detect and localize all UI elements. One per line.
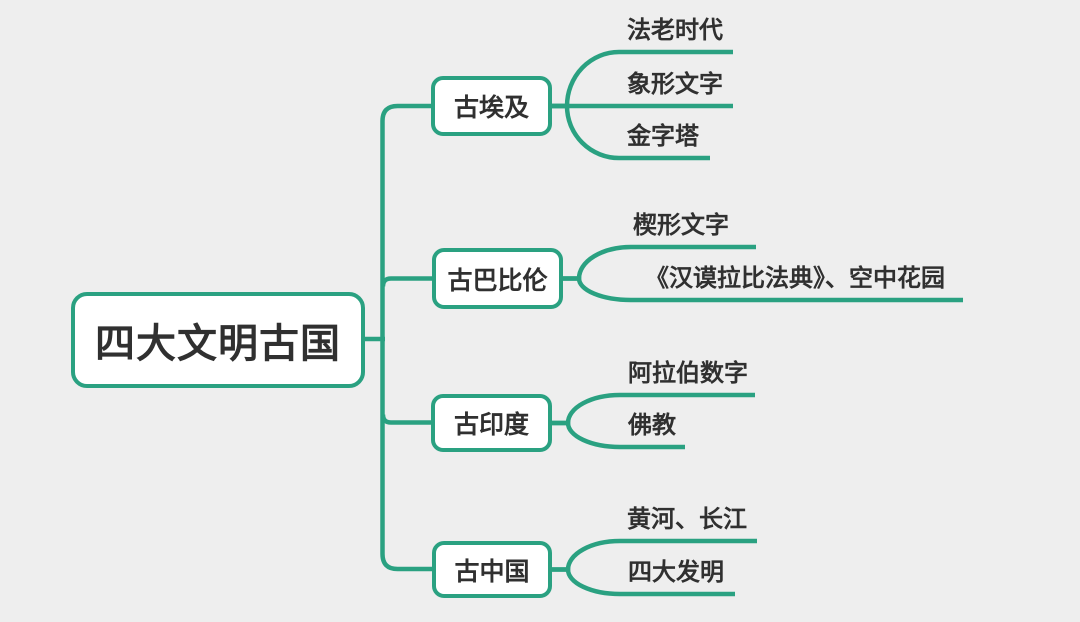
connector-babylon-cuneiform	[563, 244, 756, 281]
connector-china-inventions	[552, 567, 735, 597]
leaf-node-four-great-inventions[interactable]: 四大发明	[628, 559, 724, 586]
connector-egypt-pyramid	[552, 103, 710, 161]
connector-china-rivers	[552, 538, 757, 572]
branch-node-babylon[interactable]: 古巴比伦	[432, 248, 563, 309]
branch-node-egypt-label: 古埃及	[453, 94, 529, 122]
connector-egypt-pharaoh	[552, 49, 733, 109]
branch-node-babylon-label: 古巴比伦	[447, 266, 548, 295]
leaf-node-cuneiform[interactable]: 楔形文字	[633, 212, 729, 239]
root-node-label: 四大文明古国	[95, 322, 341, 366]
connector-branch-india	[380, 414, 433, 425]
connector-india-numerals	[552, 392, 755, 426]
leaf-node-yellow-river-yangtze[interactable]: 黄河、长江	[627, 506, 747, 533]
leaf-node-pyramid[interactable]: 金字塔	[627, 123, 699, 150]
leaf-node-arabic-numerals[interactable]: 阿拉伯数字	[628, 360, 748, 387]
branch-node-india-label: 古印度	[453, 411, 529, 439]
leaf-node-hieroglyphs[interactable]: 象形文字	[627, 71, 723, 98]
branch-node-china-label: 古中国	[454, 557, 530, 586]
branch-node-india[interactable]: 古印度	[431, 394, 552, 452]
leaf-node-buddhism[interactable]: 佛教	[628, 412, 676, 439]
root-node[interactable]: 四大文明古国	[71, 292, 365, 388]
connector-india-buddhism	[552, 420, 685, 450]
branch-node-egypt[interactable]: 古埃及	[431, 76, 552, 136]
connector-branch-babylon	[380, 276, 433, 287]
connector-trunk	[380, 103, 433, 572]
leaf-node-hammurabi-code-hanging-gardens[interactable]: 《汉谟拉比法典》、空中花园	[645, 265, 945, 292]
branch-node-china[interactable]: 古中国	[432, 541, 552, 598]
leaf-node-pharaoh-era[interactable]: 法老时代	[627, 17, 723, 44]
connector-babylon-hammurabi	[563, 276, 963, 303]
